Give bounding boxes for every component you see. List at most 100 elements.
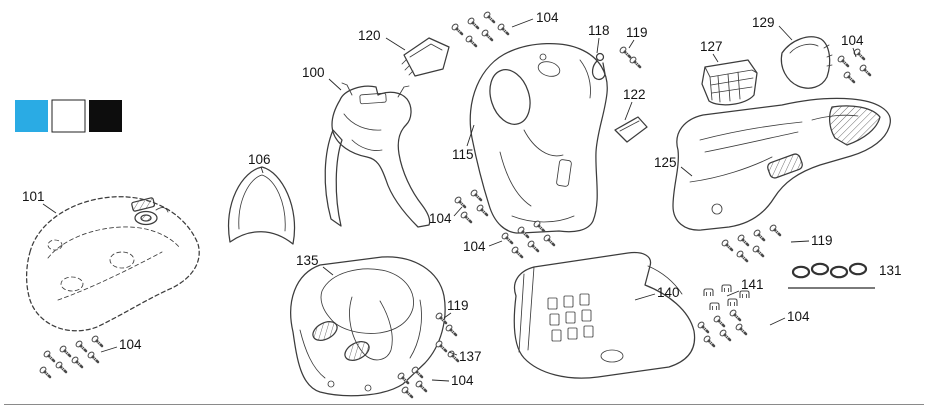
screw-pair-137 bbox=[433, 338, 460, 363]
part-label-141[interactable]: 141 bbox=[741, 277, 764, 292]
screw-group-mid-center bbox=[499, 218, 556, 259]
part-label-104-bottom-center[interactable]: 104 bbox=[451, 373, 474, 388]
part-label-125[interactable]: 125 bbox=[654, 155, 677, 170]
screw-group-right-119 bbox=[719, 222, 782, 263]
color-swatch-blue[interactable] bbox=[15, 100, 48, 132]
screw-icon bbox=[617, 44, 632, 59]
part-label-104-bottom-right[interactable]: 104 bbox=[787, 309, 810, 324]
part-135-under-cowl-drawing[interactable] bbox=[290, 256, 446, 397]
part-label-115[interactable]: 115 bbox=[452, 147, 474, 162]
leader-lines bbox=[42, 18, 857, 382]
part-129-side-lid-drawing[interactable] bbox=[780, 36, 833, 89]
screw-icon bbox=[449, 21, 464, 36]
clip-icon bbox=[727, 298, 738, 307]
screw-icon bbox=[443, 322, 458, 337]
screw-icon bbox=[463, 33, 478, 48]
screw-icon bbox=[445, 348, 460, 363]
color-swatch-black[interactable] bbox=[89, 100, 122, 132]
part-122-plate-drawing[interactable] bbox=[614, 116, 648, 143]
screw-icon bbox=[499, 230, 514, 245]
screw-icon bbox=[474, 202, 489, 217]
screw-icon bbox=[750, 243, 765, 258]
part-label-127[interactable]: 127 bbox=[700, 39, 723, 54]
part-label-122[interactable]: 122 bbox=[623, 87, 646, 102]
color-swatch-white[interactable] bbox=[51, 99, 86, 133]
screw-icon bbox=[515, 224, 530, 239]
screw-icon bbox=[452, 194, 467, 209]
part-label-104-mid-center[interactable]: 104 bbox=[463, 239, 486, 254]
screw-icon bbox=[41, 348, 56, 363]
clip-icon bbox=[709, 302, 720, 311]
screw-icon bbox=[479, 27, 494, 42]
part-label-135[interactable]: 135 bbox=[296, 253, 319, 268]
part-101-lock-detail bbox=[131, 197, 169, 226]
screw-group-mid-left bbox=[452, 187, 489, 224]
clip-icon bbox=[739, 290, 750, 299]
screw-icon bbox=[433, 338, 448, 353]
part-label-129[interactable]: 129 bbox=[752, 15, 775, 30]
screw-icon bbox=[509, 244, 524, 259]
screw-icon bbox=[751, 227, 766, 242]
part-100-front-cover-drawing[interactable] bbox=[324, 82, 431, 228]
part-label-104-bottom-left[interactable]: 104 bbox=[119, 337, 142, 352]
screw-icon bbox=[695, 319, 710, 334]
grommet-icon bbox=[791, 265, 811, 279]
part-118-hook-drawing[interactable] bbox=[591, 52, 606, 80]
screw-icon bbox=[495, 21, 510, 36]
screw-group-top-right bbox=[835, 46, 872, 84]
screw-icon bbox=[481, 9, 496, 24]
screw-icon bbox=[57, 343, 72, 358]
screw-icon bbox=[541, 232, 556, 247]
part-101-seat-drawing[interactable] bbox=[26, 196, 200, 332]
grommet-icon bbox=[829, 265, 849, 279]
part-106-visor-drawing[interactable] bbox=[228, 166, 296, 245]
screw-icon bbox=[468, 187, 483, 202]
part-label-104-top-center[interactable]: 104 bbox=[536, 10, 559, 25]
screw-icon bbox=[717, 327, 732, 342]
screw-icon bbox=[735, 232, 750, 247]
part-label-101[interactable]: 101 bbox=[22, 189, 45, 204]
part-115-inner-panel-drawing[interactable] bbox=[469, 42, 608, 234]
screw-icon bbox=[733, 321, 748, 336]
part-140-step-board-drawing[interactable] bbox=[513, 251, 696, 379]
screw-icon bbox=[395, 370, 410, 385]
screw-icon bbox=[69, 354, 84, 369]
screw-icon bbox=[85, 349, 100, 364]
part-label-100[interactable]: 100 bbox=[302, 65, 325, 80]
clip-icon bbox=[703, 288, 714, 297]
part-label-140[interactable]: 140 bbox=[657, 285, 680, 300]
screw-icon bbox=[767, 222, 782, 237]
screw-icon bbox=[399, 384, 414, 399]
screw-icon bbox=[89, 333, 104, 348]
part-label-119-bottom[interactable]: 119 bbox=[447, 298, 469, 313]
part-131-grommets-drawing[interactable] bbox=[788, 262, 875, 289]
part-127-box-drawing[interactable] bbox=[701, 59, 758, 106]
part-label-131[interactable]: 131 bbox=[879, 263, 902, 278]
screw-icon bbox=[727, 307, 742, 322]
screw-icon bbox=[458, 209, 473, 224]
part-label-104-top-right[interactable]: 104 bbox=[841, 33, 864, 48]
part-120-lid-drawing[interactable] bbox=[401, 37, 450, 77]
part-125-floor-panel-drawing[interactable] bbox=[672, 97, 891, 231]
part-label-137[interactable]: 137 bbox=[459, 349, 482, 364]
part-label-120[interactable]: 120 bbox=[358, 28, 381, 43]
screw-group-bottom-center bbox=[395, 364, 428, 399]
screw-icon bbox=[465, 15, 480, 30]
screw-icon bbox=[719, 237, 734, 252]
screw-icon bbox=[53, 359, 68, 374]
screw-icon bbox=[734, 248, 749, 263]
grommet-icon bbox=[810, 262, 830, 276]
screw-icon bbox=[835, 53, 850, 68]
part-label-119-top[interactable]: 119 bbox=[626, 25, 648, 40]
screw-icon bbox=[73, 338, 88, 353]
screw-icon bbox=[857, 62, 872, 77]
part-label-118[interactable]: 118 bbox=[588, 23, 610, 38]
screw-group-top-center bbox=[449, 9, 510, 48]
clip-icon bbox=[721, 284, 732, 293]
screw-icon bbox=[37, 364, 52, 379]
screw-icon bbox=[525, 238, 540, 253]
screw-icon bbox=[413, 378, 428, 393]
part-label-104-mid-left[interactable]: 104 bbox=[429, 211, 452, 226]
part-label-106[interactable]: 106 bbox=[248, 152, 271, 167]
part-label-119-right[interactable]: 119 bbox=[811, 233, 833, 248]
